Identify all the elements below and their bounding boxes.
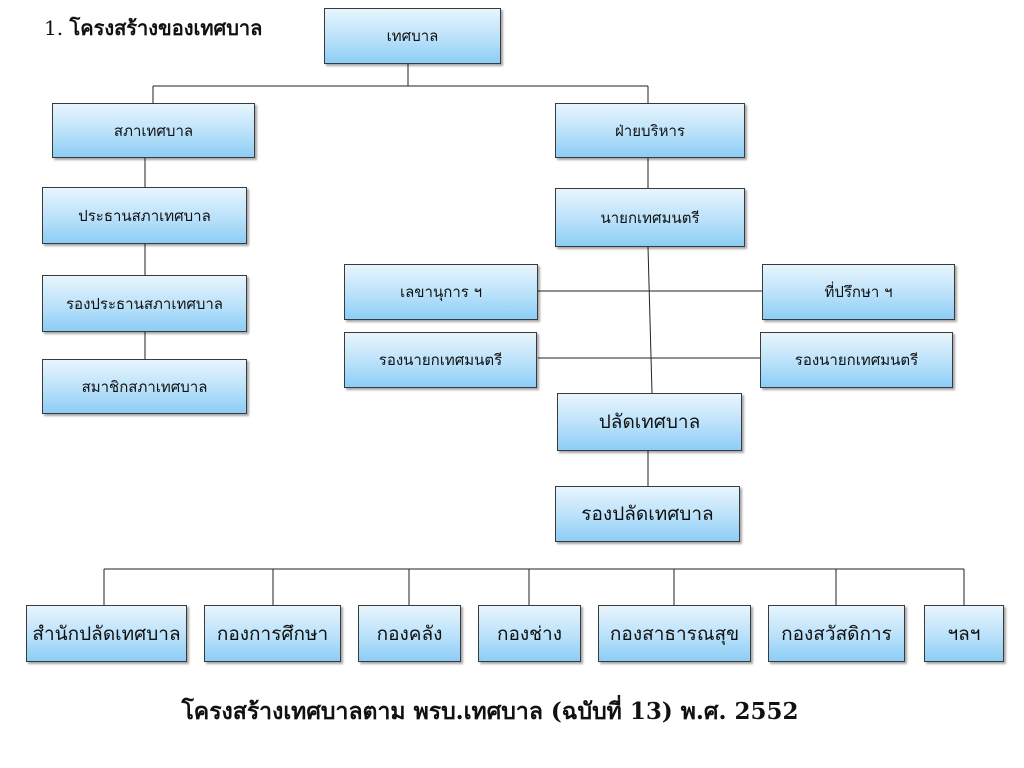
node-council-member: สมาชิกสภาเทศบาล	[42, 359, 247, 414]
node-council: สภาเทศบาล	[52, 103, 255, 158]
node-root: เทศบาล	[324, 8, 501, 64]
node-council-president: ประธานสภาเทศบาล	[42, 187, 247, 244]
diagram-caption: โครงสร้างเทศบาลตาม พรบ.เทศบาล (ฉบับที่ 1…	[181, 698, 799, 725]
node-deputy-clerk: รองปลัดเทศบาล	[555, 486, 740, 542]
department-box: กองสาธารณสุข	[598, 605, 751, 662]
department-box: กองการศึกษา	[204, 605, 341, 662]
node-council-vice-president: รองประธานสภาเทศบาล	[42, 275, 247, 332]
node-mayor: นายกเทศมนตรี	[555, 188, 745, 247]
node-secretary: เลขานุการ ฯ	[344, 264, 538, 320]
title-number: 1.	[44, 16, 64, 40]
slide-title: 1. โครงสร้างของเทศบาล	[44, 12, 262, 44]
node-executive: ฝ่ายบริหาร	[555, 103, 745, 158]
department-box: สำนักปลัดเทศบาล	[26, 605, 187, 662]
node-clerk: ปลัดเทศบาล	[557, 393, 742, 451]
department-box: กองสวัสดิการ	[768, 605, 905, 662]
department-box: ฯลฯ	[924, 605, 1004, 662]
node-advisor: ที่ปรึกษา ฯ	[762, 264, 955, 320]
department-box: กองคลัง	[358, 605, 461, 662]
node-deputy-mayor-right: รองนายกเทศมนตรี	[760, 332, 953, 388]
department-box: กองช่าง	[478, 605, 581, 662]
node-deputy-mayor-left: รองนายกเทศมนตรี	[344, 332, 537, 388]
title-text: โครงสร้างของเทศบาล	[69, 16, 263, 40]
